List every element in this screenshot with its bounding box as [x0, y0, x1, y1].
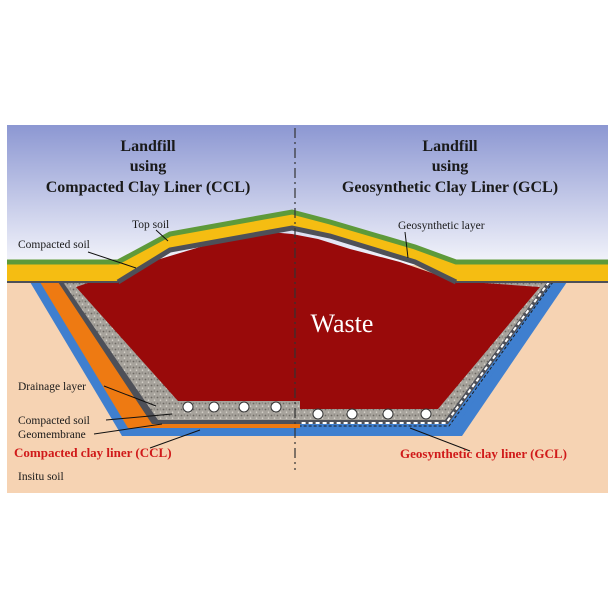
pipe — [312, 408, 324, 420]
gcl-dashed-line — [300, 281, 550, 424]
leader-lines — [87, 229, 471, 452]
pipe — [270, 401, 282, 413]
leader-geomembrane — [93, 423, 163, 435]
gcl-dashed-line-edge — [300, 281, 554, 427]
label-ccl: Compacted clay liner (CCL) — [14, 445, 172, 460]
pipe — [420, 408, 432, 420]
geosynthetic-cover-layer — [116, 225, 458, 285]
left-title-line2: using — [130, 158, 166, 175]
label-geosynthetic-layer: Geosynthetic layer — [398, 220, 485, 232]
pipe — [382, 408, 394, 420]
leader-geosynthetic-layer — [404, 231, 409, 259]
label-drainage-layer: Drainage layer — [18, 381, 86, 393]
label-compacted-soil-bottom: Compacted soil — [18, 415, 90, 427]
left-title-line1: Landfill — [120, 138, 176, 155]
pipe — [182, 401, 194, 413]
label-insitu-soil: Insitu soil — [18, 471, 64, 483]
leachate-pipes — [182, 401, 432, 420]
leader-ccl — [149, 429, 201, 449]
pipe — [238, 401, 250, 413]
pipe — [208, 401, 220, 413]
right-title-line3: Geosynthetic Clay Liner (GCL) — [342, 179, 558, 196]
label-geomembrane: Geomembrane — [18, 429, 86, 441]
top-soil-layer — [7, 209, 608, 265]
right-title-line2: using — [432, 158, 468, 175]
label-waste: Waste — [311, 309, 374, 338]
label-compacted-soil-top: Compacted soil — [18, 239, 90, 251]
left-title-line3: Compacted Clay Liner (CCL) — [46, 179, 251, 196]
leader-drainage — [103, 385, 157, 407]
leader-top-soil — [155, 229, 169, 242]
leader-compacted-soil-bottom — [105, 413, 173, 421]
pipe — [346, 408, 358, 420]
label-top-soil: Top soil — [132, 219, 169, 231]
label-gcl: Geosynthetic clay liner (GCL) — [400, 446, 567, 461]
right-title-line1: Landfill — [422, 138, 478, 155]
leader-compacted-soil — [87, 251, 137, 269]
leader-gcl — [409, 427, 471, 452]
waste-body — [76, 232, 540, 409]
